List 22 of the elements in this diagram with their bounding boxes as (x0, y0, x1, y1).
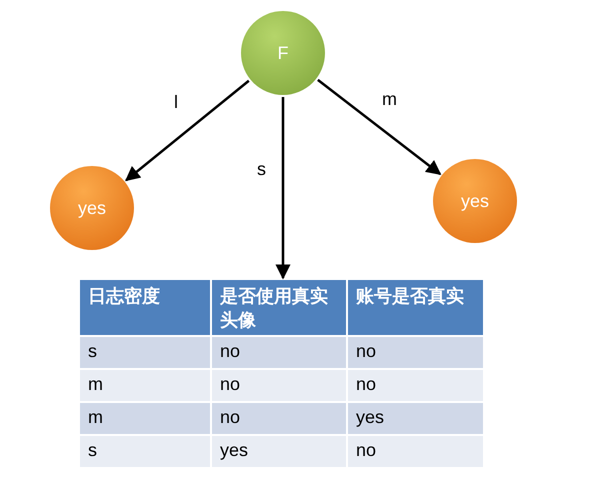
table-cell: s (80, 436, 212, 469)
column-header: 日志密度 (80, 280, 212, 337)
table-cell: no (212, 403, 348, 436)
table-cell: no (348, 436, 485, 469)
table-cell: m (80, 370, 212, 403)
node-label: F (278, 42, 288, 64)
data-table (80, 280, 485, 469)
column-header: 是否使用真实头像 (212, 280, 348, 337)
column-header: 账号是否真实 (348, 280, 485, 337)
node-label: yes (78, 198, 106, 218)
arrow (276, 97, 290, 280)
table-cell: s (80, 337, 212, 370)
table-cell: no (212, 370, 348, 403)
table-cell: yes (212, 436, 348, 469)
table-cell: no (348, 370, 485, 403)
table-cell: no (348, 337, 485, 370)
arrow (317, 78, 442, 176)
table-cell: yes (348, 403, 485, 436)
node-label: yes (460, 190, 489, 212)
table-cell: m (80, 403, 212, 436)
table-cell: no (212, 337, 348, 370)
arrow (125, 80, 250, 182)
